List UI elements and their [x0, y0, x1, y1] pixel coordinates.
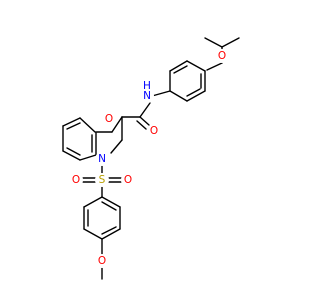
bond	[169, 90, 188, 102]
bond	[173, 65, 188, 74]
atom-o-carbonyl: O	[147, 124, 161, 138]
svg-text:O: O	[218, 50, 226, 62]
bond	[101, 196, 121, 208]
atom-o-ring: O	[102, 112, 116, 126]
atom-n-amide: N	[140, 89, 154, 103]
atom-n-ring: N	[95, 152, 109, 166]
svg-text:N: N	[98, 153, 106, 165]
atom-o-ether-top: O	[215, 49, 229, 63]
atom-s-sulfonyl: S	[95, 173, 109, 187]
bond	[101, 226, 117, 235]
svg-text:O: O	[124, 174, 132, 186]
bond	[101, 201, 117, 211]
bond	[101, 228, 121, 240]
bond	[206, 62, 223, 71]
bond	[66, 122, 81, 130]
bond	[139, 116, 150, 126]
bond	[139, 102, 151, 118]
bond	[151, 90, 171, 97]
bond	[83, 228, 103, 240]
bond	[221, 37, 240, 48]
atom-h-amide: H	[142, 80, 152, 92]
atom-o-methoxy: O	[95, 254, 109, 268]
svg-text:S: S	[99, 174, 106, 186]
bond	[79, 154, 97, 161]
svg-text:O: O	[72, 174, 80, 186]
bond	[83, 196, 103, 208]
svg-text:O: O	[105, 113, 113, 125]
atom-o-sulfonyl-right: O	[121, 173, 135, 187]
svg-text:H: H	[143, 80, 151, 92]
bond	[79, 117, 96, 133]
bond	[204, 37, 223, 48]
molecule-diagram: O N H O O N O S O O	[62, 37, 240, 280]
svg-text:N: N	[143, 90, 151, 102]
bond	[136, 120, 147, 130]
bond	[111, 116, 123, 133]
bond	[186, 90, 206, 102]
bond	[186, 60, 206, 72]
svg-text:O: O	[150, 125, 158, 137]
bond	[110, 139, 123, 154]
bond	[62, 150, 81, 161]
bond	[186, 88, 201, 97]
svg-text:O: O	[98, 255, 106, 267]
bond	[169, 60, 188, 72]
atom-o-sulfonyl-left: O	[69, 173, 83, 187]
bond	[66, 147, 81, 156]
molecule-svg: O N H O O N O S O O	[62, 37, 240, 280]
bond	[62, 117, 81, 127]
